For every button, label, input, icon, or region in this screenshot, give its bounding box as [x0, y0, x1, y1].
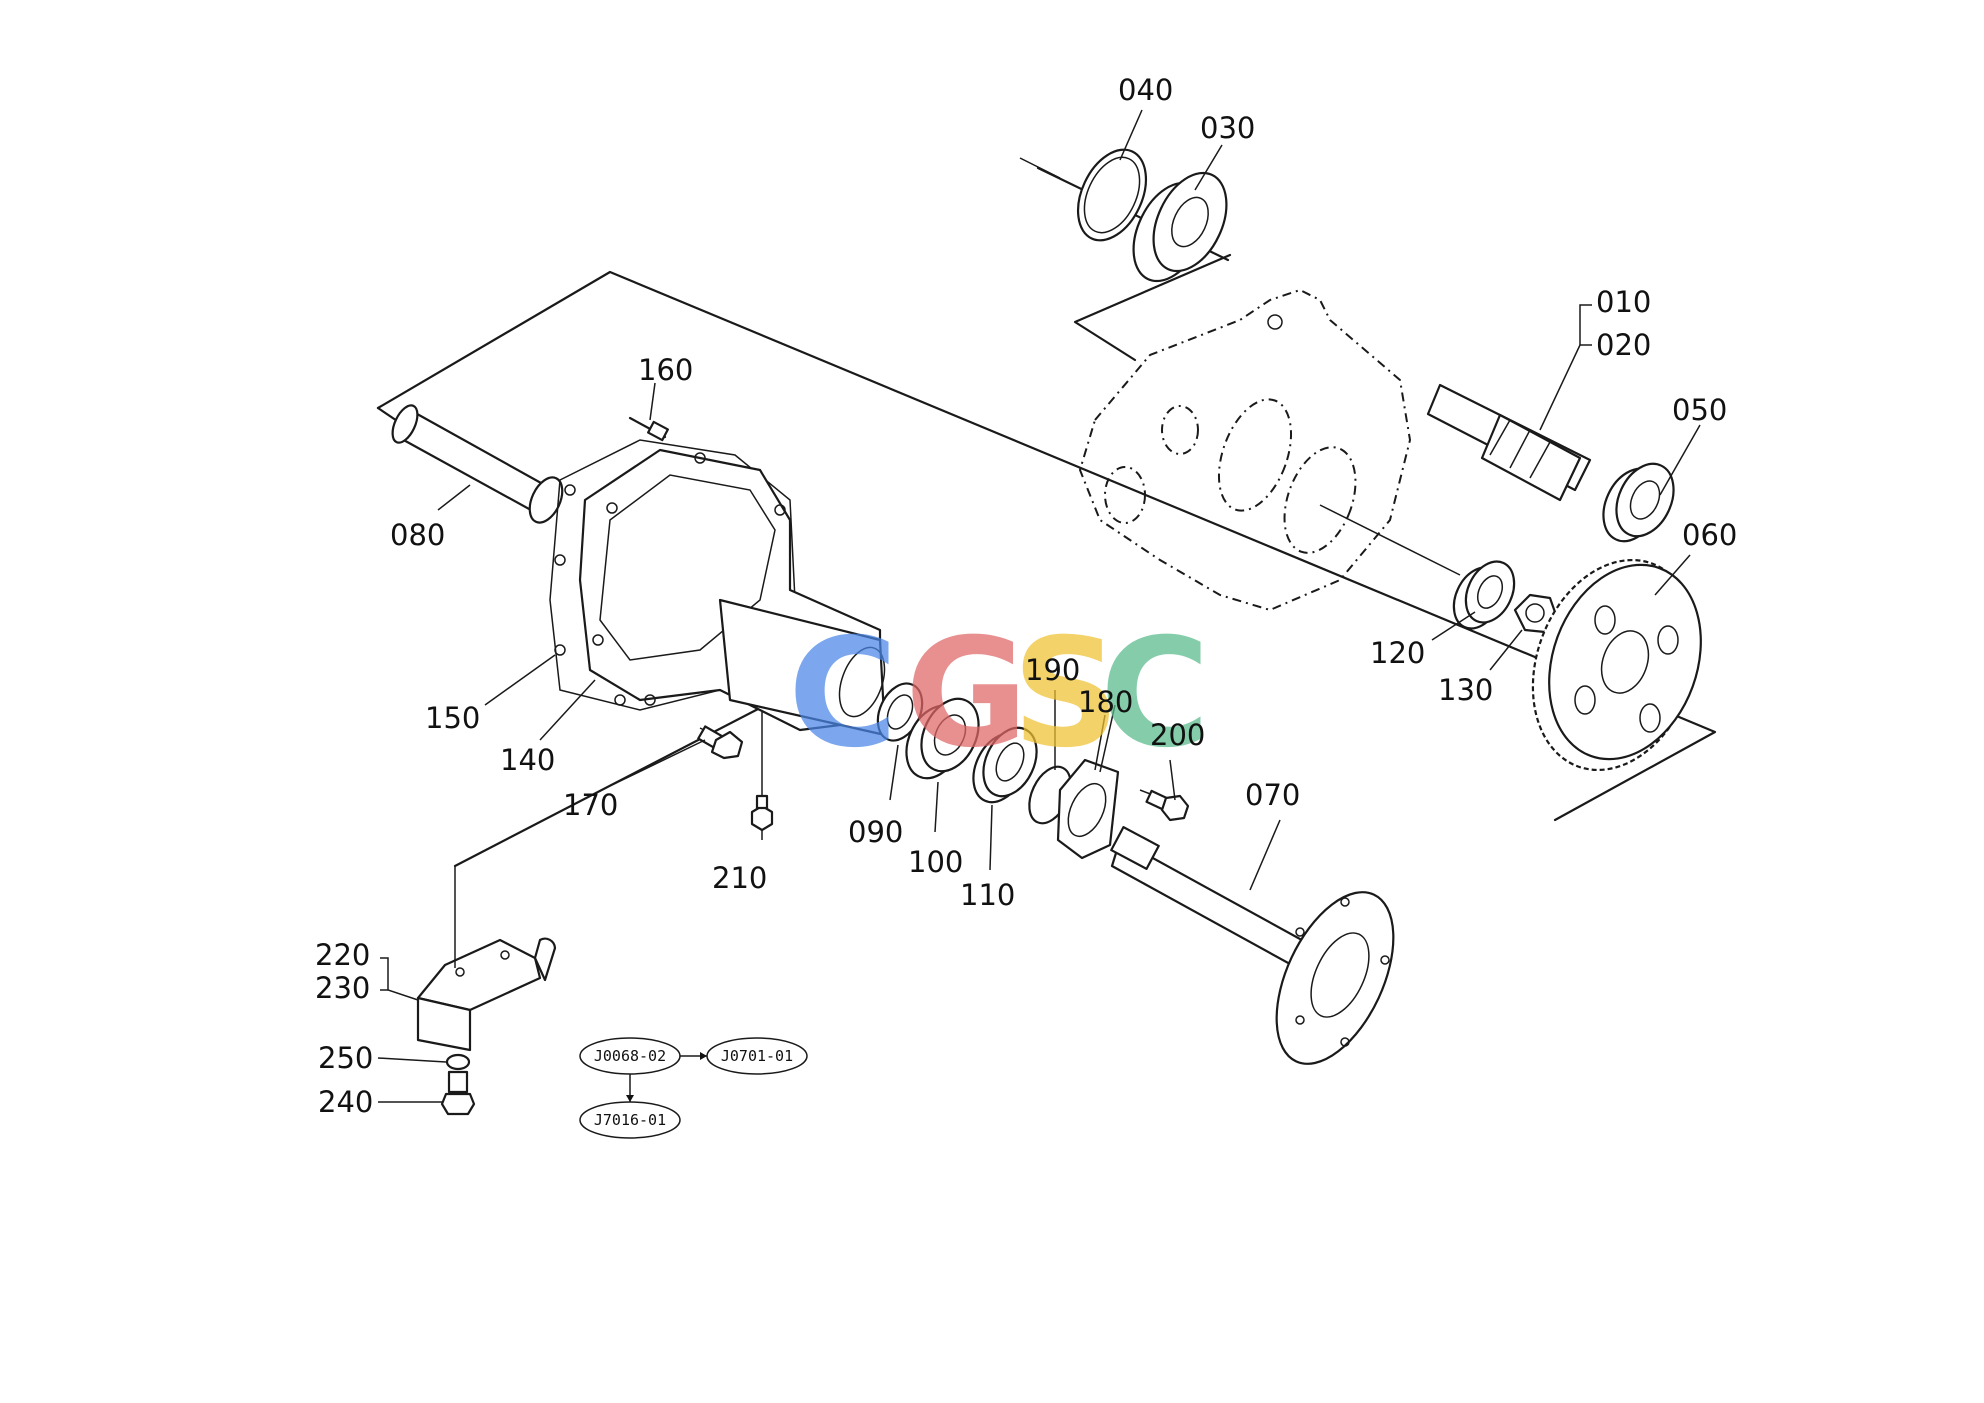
part-010-shaft	[1426, 383, 1592, 502]
label-120: 120	[1370, 636, 1425, 670]
label-050: 050	[1672, 393, 1727, 427]
part-180-retainer	[1056, 758, 1120, 860]
watermark: C G S C	[788, 607, 1210, 781]
part-100-bearing	[905, 697, 980, 780]
part-090-seal	[876, 682, 924, 742]
label-180: 180	[1078, 685, 1133, 719]
label-070: 070	[1245, 778, 1300, 812]
label-220: 220	[315, 938, 370, 972]
watermark-letter-3: S	[1012, 607, 1120, 781]
watermark-letter-1: C	[788, 607, 898, 781]
ref-code-1: J0068-02	[594, 1047, 666, 1065]
label-080: 080	[390, 518, 445, 552]
part-060-gear	[1531, 558, 1702, 772]
part-210-bolt	[750, 712, 774, 832]
label-020: 020	[1596, 328, 1651, 362]
reference-codes: J0068-02 J0701-01 J7016-01	[579, 1037, 808, 1139]
watermark-letter-4: C	[1100, 607, 1210, 781]
leader-lines	[377, 109, 1701, 1103]
label-250: 250	[318, 1041, 373, 1075]
watermark-letter-2: G	[905, 607, 1028, 781]
label-030: 030	[1200, 111, 1255, 145]
label-160: 160	[638, 353, 693, 387]
part-120-bearing	[1319, 504, 1516, 630]
label-210: 210	[712, 861, 767, 895]
part-200-bolt	[1139, 789, 1190, 822]
part-250-washer	[445, 1053, 471, 1071]
label-190: 190	[1025, 653, 1080, 687]
part-110-bearing	[972, 726, 1038, 804]
part-220-bracket	[416, 866, 557, 1052]
part-030-bearing	[1132, 171, 1228, 283]
label-240: 240	[318, 1085, 373, 1119]
label-200: 200	[1150, 718, 1205, 752]
part-080-pipe	[391, 404, 564, 524]
label-150: 150	[425, 701, 480, 735]
label-110: 110	[960, 878, 1015, 912]
label-040: 040	[1118, 73, 1173, 107]
ref-code-3: J7016-01	[594, 1111, 666, 1129]
label-010: 010	[1596, 285, 1651, 319]
label-230: 230	[315, 971, 370, 1005]
ref-code-2: J0701-01	[721, 1047, 793, 1065]
part-labels: 040 030 010 020 050 060 120 130 190 180 …	[315, 73, 1737, 1119]
part-070-axle-shaft	[1110, 826, 1395, 1065]
part-240-bolt	[440, 1070, 476, 1116]
transmission-case-phantom	[1078, 288, 1412, 612]
label-140: 140	[500, 743, 555, 777]
part-050-bearing	[1602, 462, 1675, 543]
label-060: 060	[1682, 518, 1737, 552]
part-040-circlip	[1076, 148, 1148, 242]
part-160-pin	[628, 416, 669, 442]
part-170-bolt	[697, 725, 744, 760]
label-090: 090	[848, 815, 903, 849]
label-130: 130	[1438, 673, 1493, 707]
label-100: 100	[908, 845, 963, 879]
label-170: 170	[563, 788, 618, 822]
